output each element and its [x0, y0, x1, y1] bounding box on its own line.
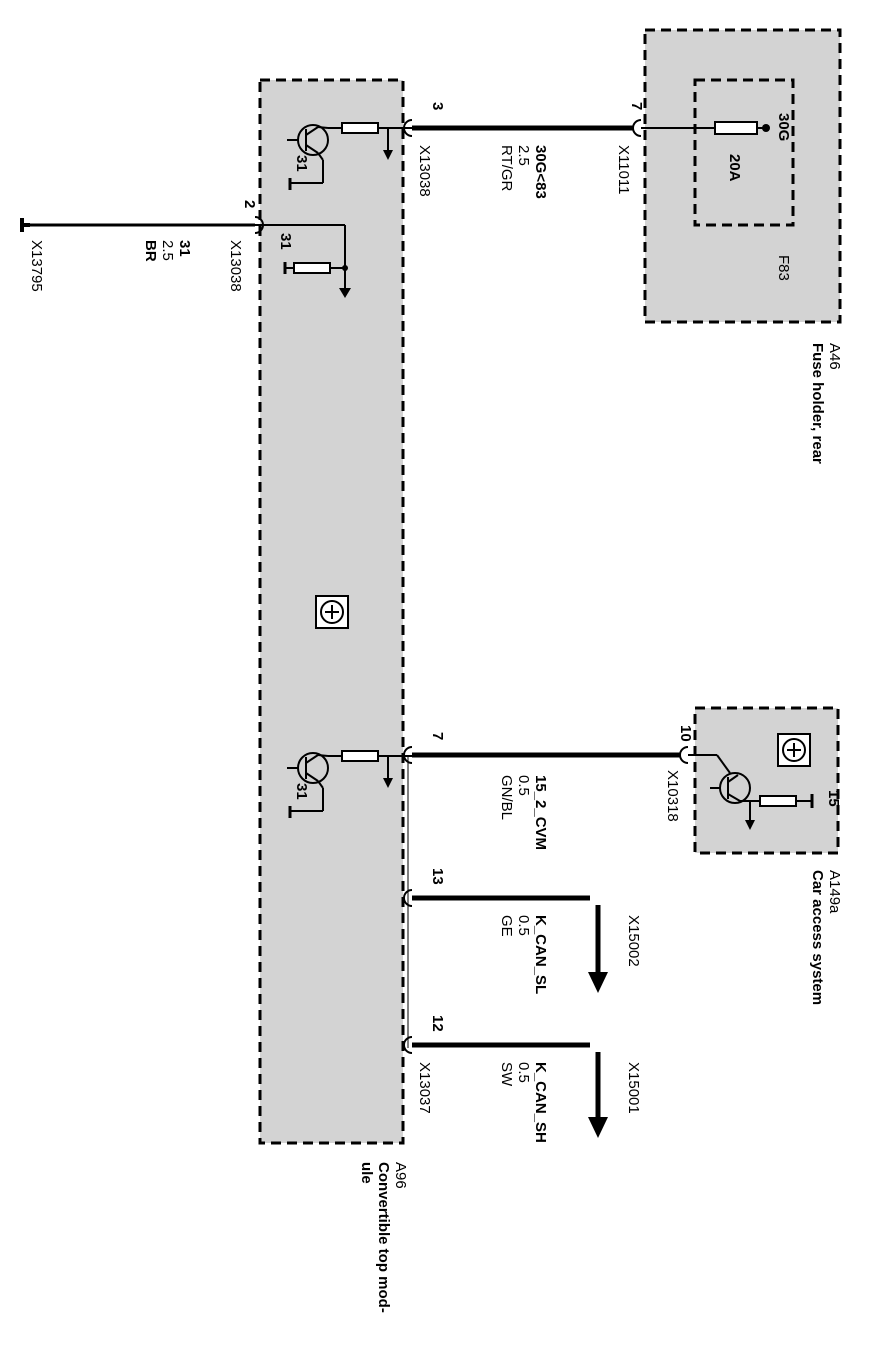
- connector-x10318-pin10: [679, 746, 689, 764]
- wake-pin-7-label: 7: [429, 732, 446, 740]
- pin-3-label: 3: [429, 102, 446, 110]
- can-low-gauge-label: 0.5: [515, 915, 532, 936]
- wake-color-label: GN/BL: [498, 775, 515, 820]
- transistor-wake: [287, 750, 412, 818]
- transistor-cas: [688, 754, 814, 830]
- supply-gauge-label: 2.5: [515, 145, 532, 166]
- connector-x13037-pin12: [403, 1036, 413, 1054]
- can-high-pin-12-label: 12: [429, 1015, 446, 1032]
- can-high-arrow-head: [588, 1117, 608, 1138]
- ground-signal-label: 31: [176, 240, 193, 257]
- x13037-label: X13037: [416, 1062, 433, 1114]
- ground-connector-label: X13795: [28, 240, 45, 292]
- can-low-signal-label: K_CAN_SL: [532, 915, 549, 994]
- can-low-pin-13-label: 13: [429, 868, 446, 885]
- fuse-id-label: F83: [775, 255, 792, 281]
- x15002-label: X15002: [625, 915, 642, 967]
- x11011-label: X11011: [615, 145, 632, 195]
- ground-color-label: BR: [142, 240, 159, 262]
- fuse-terminal-label: 30G: [775, 113, 792, 141]
- ground-gauge-label: 2.5: [159, 240, 176, 261]
- a46-id-label: A46: [826, 343, 843, 370]
- transistor-supply: [287, 122, 412, 190]
- connector-a96-pin13: [403, 889, 413, 907]
- x15001-label: X15001: [625, 1062, 642, 1114]
- a96-name-label-2: ule: [358, 1162, 375, 1184]
- pin-2-label: 2: [241, 200, 258, 208]
- can-high-color-label: SW: [498, 1062, 515, 1087]
- x13038-ground-label: X13038: [227, 240, 244, 292]
- control-unit-icon-a96: [315, 595, 349, 629]
- a46-name-label: Fuse holder, rear: [809, 343, 826, 464]
- supply-signal-label: 30G<83: [532, 145, 549, 199]
- module-a149a-box: [693, 706, 840, 855]
- fuse-body: [714, 121, 758, 135]
- x10318-label: X10318: [664, 770, 681, 822]
- supply-color-label: RT/GR: [498, 145, 515, 192]
- a149a-name-label: Car access system: [809, 870, 826, 1005]
- module-a46-box: [643, 28, 842, 324]
- can-low-color-label: GE: [498, 915, 515, 937]
- a96-name-label: Convertible top mod-: [375, 1162, 392, 1313]
- fuse-rating-label: 20A: [726, 154, 743, 182]
- x13038-supply-label: X13038: [416, 145, 433, 197]
- supply-internal-31: 31: [293, 155, 310, 172]
- can-low-arrow-head: [588, 972, 608, 993]
- wake-gauge-label: 0.5: [515, 775, 532, 796]
- wake-signal-label: 15_2_CVM: [532, 775, 549, 850]
- ground-internal-31: 31: [277, 233, 294, 250]
- cas-pin-10-label: 10: [677, 725, 694, 742]
- ground-network: [255, 224, 351, 298]
- control-unit-icon-a149a: [777, 733, 811, 767]
- a96-id-label: A96: [392, 1162, 409, 1189]
- a149a-id-label: A149a: [826, 870, 843, 914]
- cas-terminal-15: 15: [825, 790, 842, 807]
- fuse-pin-7-label: 7: [628, 102, 645, 110]
- fuse-f83-box: [693, 78, 795, 227]
- connector-x11011-pin7: [632, 119, 642, 137]
- wake-internal-31: 31: [293, 783, 310, 800]
- can-high-gauge-label: 0.5: [515, 1062, 532, 1083]
- can-high-signal-label: K_CAN_SH: [532, 1062, 549, 1143]
- fuse-terminal-dot: [762, 124, 770, 132]
